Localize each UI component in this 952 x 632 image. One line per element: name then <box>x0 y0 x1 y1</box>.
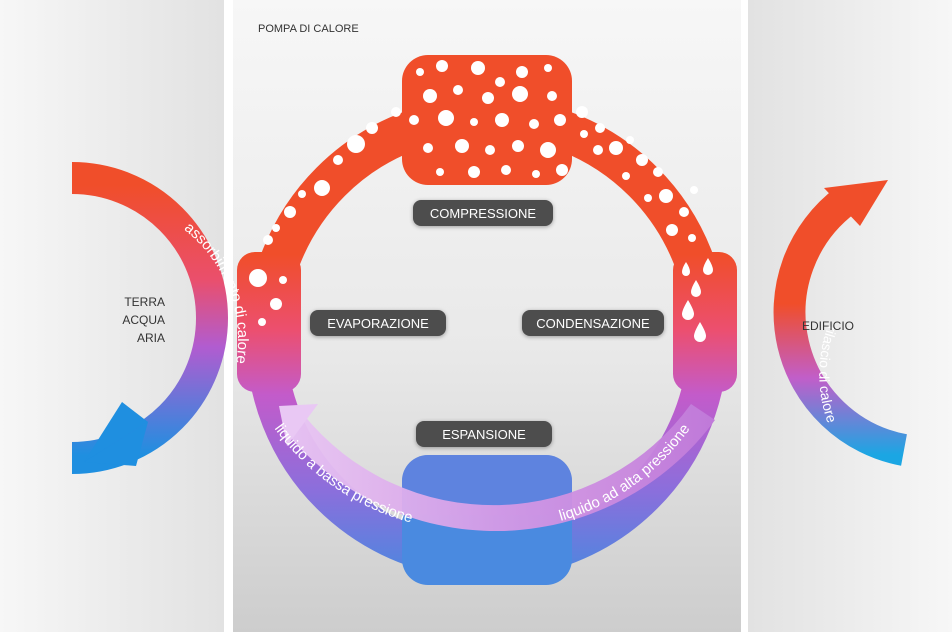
stage-expansion: ESPANSIONE <box>416 421 552 447</box>
absorption-arrowhead <box>84 402 148 462</box>
condenser-block <box>673 252 737 392</box>
evaporator-block <box>237 252 301 392</box>
flow-arrow <box>279 404 715 532</box>
source-aria: ARIA <box>137 331 165 345</box>
diagram-title: POMPA DI CALORE <box>258 23 359 35</box>
flow-arrowhead <box>279 404 318 446</box>
heat-release-arrow: rilascio di calore <box>773 180 908 466</box>
gas-bubbles <box>249 60 698 326</box>
left-panel <box>0 0 224 632</box>
release-text-wrap: rilascio di calore <box>816 324 840 425</box>
heat-sources: TERRA ACQUA ARIA <box>122 295 165 345</box>
stage-label-compression: COMPRESSIONE <box>430 206 537 221</box>
stage-evaporation: EVAPORAZIONE <box>310 310 446 336</box>
stage-compression: COMPRESSIONE <box>413 200 553 226</box>
stage-label-condensation: CONDENSAZIONE <box>536 316 650 331</box>
release-arrowhead <box>824 180 888 226</box>
source-acqua: ACQUA <box>122 313 165 327</box>
target-edificio: EDIFICIO <box>802 319 854 333</box>
stage-condensation: CONDENSAZIONE <box>522 310 664 336</box>
stage-label-evaporation: EVAPORAZIONE <box>327 316 429 331</box>
liquid-droplets <box>682 258 713 342</box>
release-text: rilascio di calore <box>816 324 840 425</box>
source-terra: TERRA <box>124 295 165 309</box>
compressor-block <box>402 55 572 185</box>
stage-label-expansion: ESPANSIONE <box>442 427 526 442</box>
